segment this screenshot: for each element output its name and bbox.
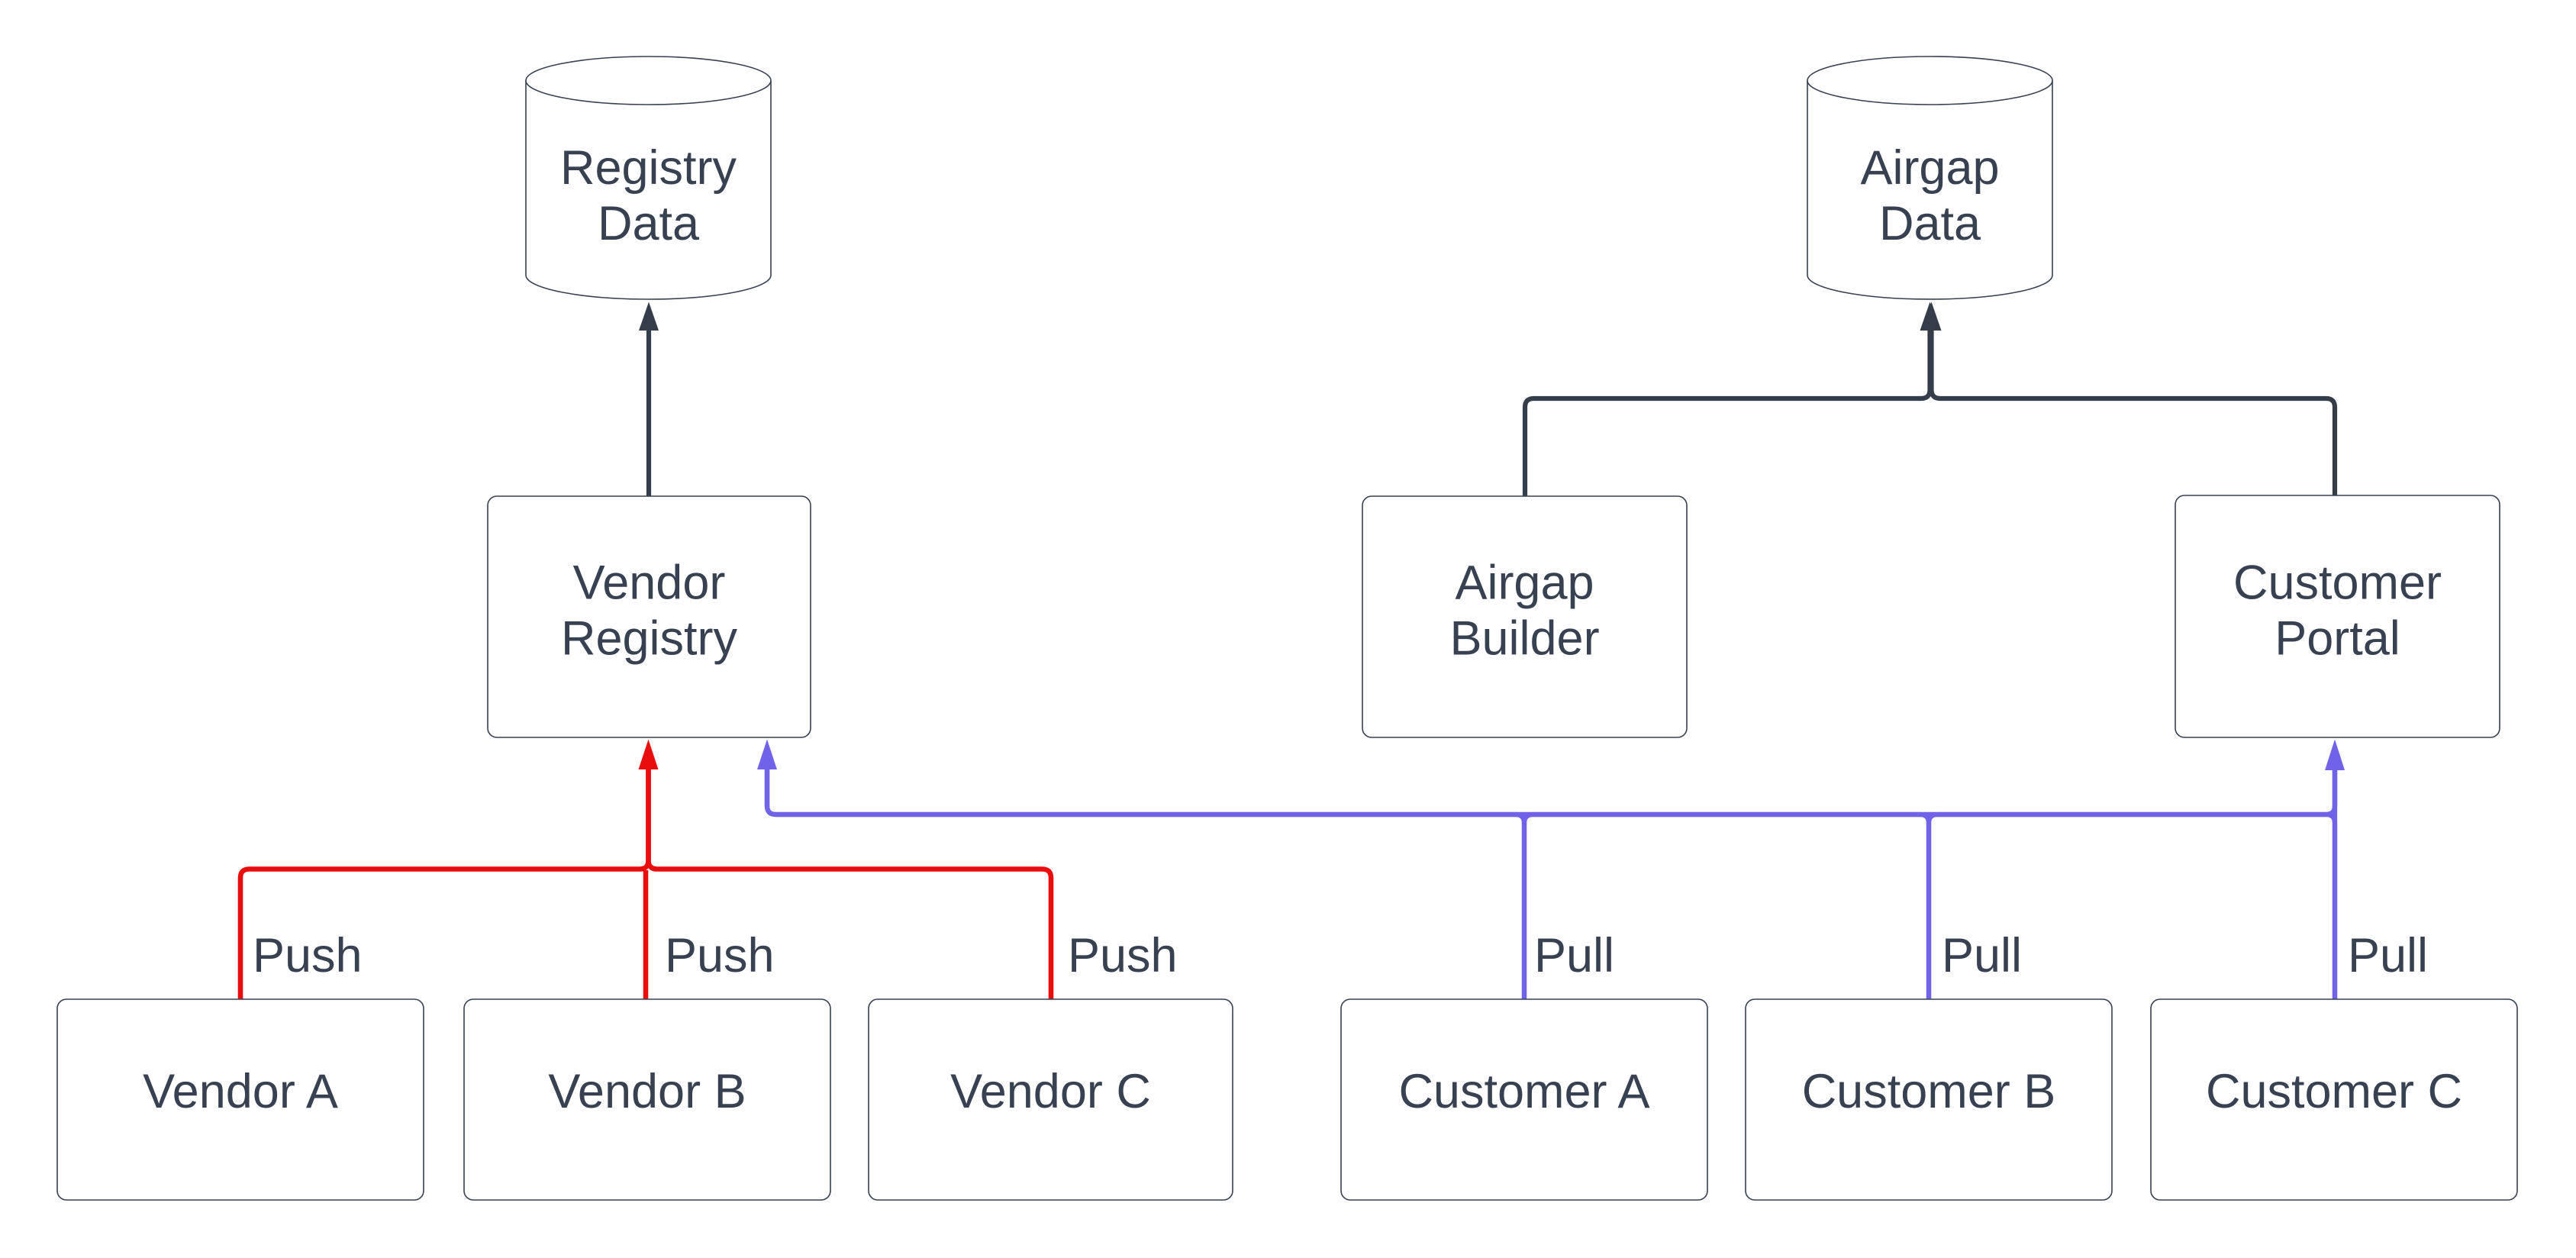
svg-text:Pull: Pull — [2348, 929, 2428, 982]
svg-text:Vendor B: Vendor B — [548, 1065, 746, 1118]
svg-text:Portal: Portal — [2275, 612, 2400, 666]
svg-text:Push: Push — [665, 929, 775, 982]
svg-text:Data: Data — [1879, 197, 1981, 250]
svg-text:Customer C: Customer C — [2206, 1065, 2462, 1118]
svg-text:Data: Data — [598, 197, 700, 250]
svg-text:Push: Push — [1068, 929, 1178, 982]
svg-text:Push: Push — [253, 929, 363, 982]
svg-text:Customer A: Customer A — [1398, 1065, 1649, 1118]
svg-text:Builder: Builder — [1449, 612, 1599, 666]
svg-text:Registry: Registry — [561, 612, 738, 666]
svg-text:Registry: Registry — [560, 141, 737, 195]
svg-text:Vendor A: Vendor A — [143, 1065, 338, 1118]
svg-text:Pull: Pull — [1942, 929, 2022, 982]
svg-text:Customer: Customer — [2233, 556, 2442, 610]
svg-text:Vendor C: Vendor C — [950, 1065, 1151, 1118]
svg-text:Pull: Pull — [1534, 929, 1614, 982]
svg-text:Airgap: Airgap — [1860, 141, 1999, 195]
svg-text:Airgap: Airgap — [1455, 556, 1594, 610]
svg-text:Vendor: Vendor — [573, 556, 726, 610]
svg-text:Customer B: Customer B — [1802, 1065, 2056, 1118]
